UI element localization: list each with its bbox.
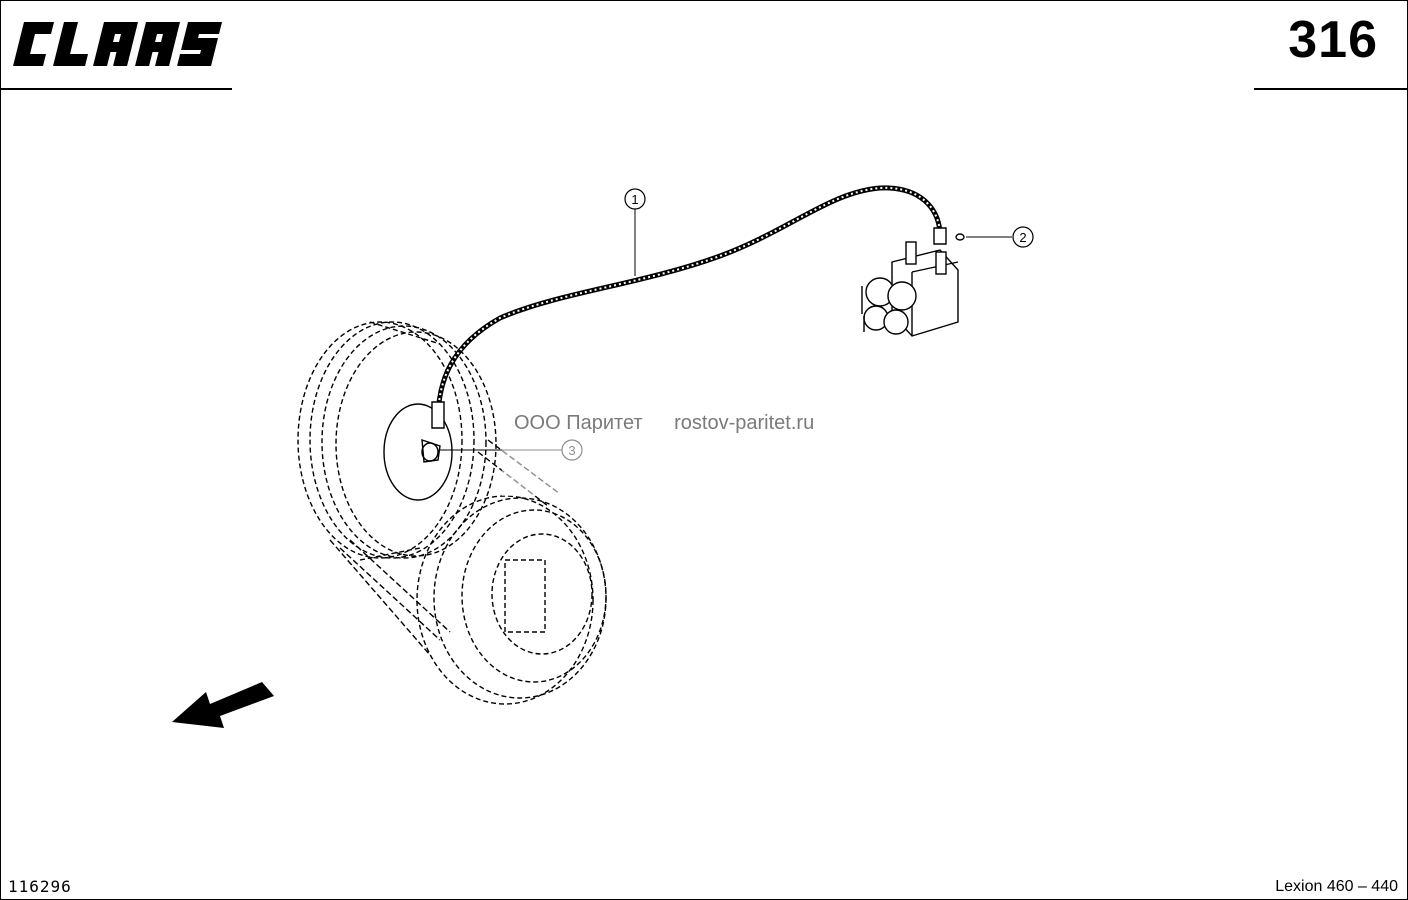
model-label: Lexion 460 – 440 (1275, 878, 1398, 895)
pulley-hub (383, 403, 453, 501)
callout-2-label: 2 (1019, 230, 1026, 245)
page-number-underline (1254, 88, 1408, 90)
page-number: 316 (1288, 11, 1378, 69)
watermark: ООО Паритет rostov-paritet.ru (502, 406, 916, 496)
callout-1-label: 1 (631, 192, 638, 207)
small-pulley (416, 495, 607, 705)
large-pulley (297, 321, 497, 559)
callout-1: 1 (624, 188, 646, 210)
hydraulic-hose (435, 185, 943, 421)
watermark-website: rostov-paritet.ru (674, 412, 815, 434)
logo-underline (0, 88, 232, 90)
hub-fitting (421, 442, 439, 462)
claas-logo (13, 22, 223, 66)
direction-arrow-icon (172, 682, 274, 728)
document-id: 116296 (8, 877, 72, 896)
o-ring (955, 233, 965, 241)
watermark-company: ООО Паритет (514, 412, 643, 434)
callout-2: 2 (1012, 226, 1034, 248)
valve-block (861, 241, 959, 337)
